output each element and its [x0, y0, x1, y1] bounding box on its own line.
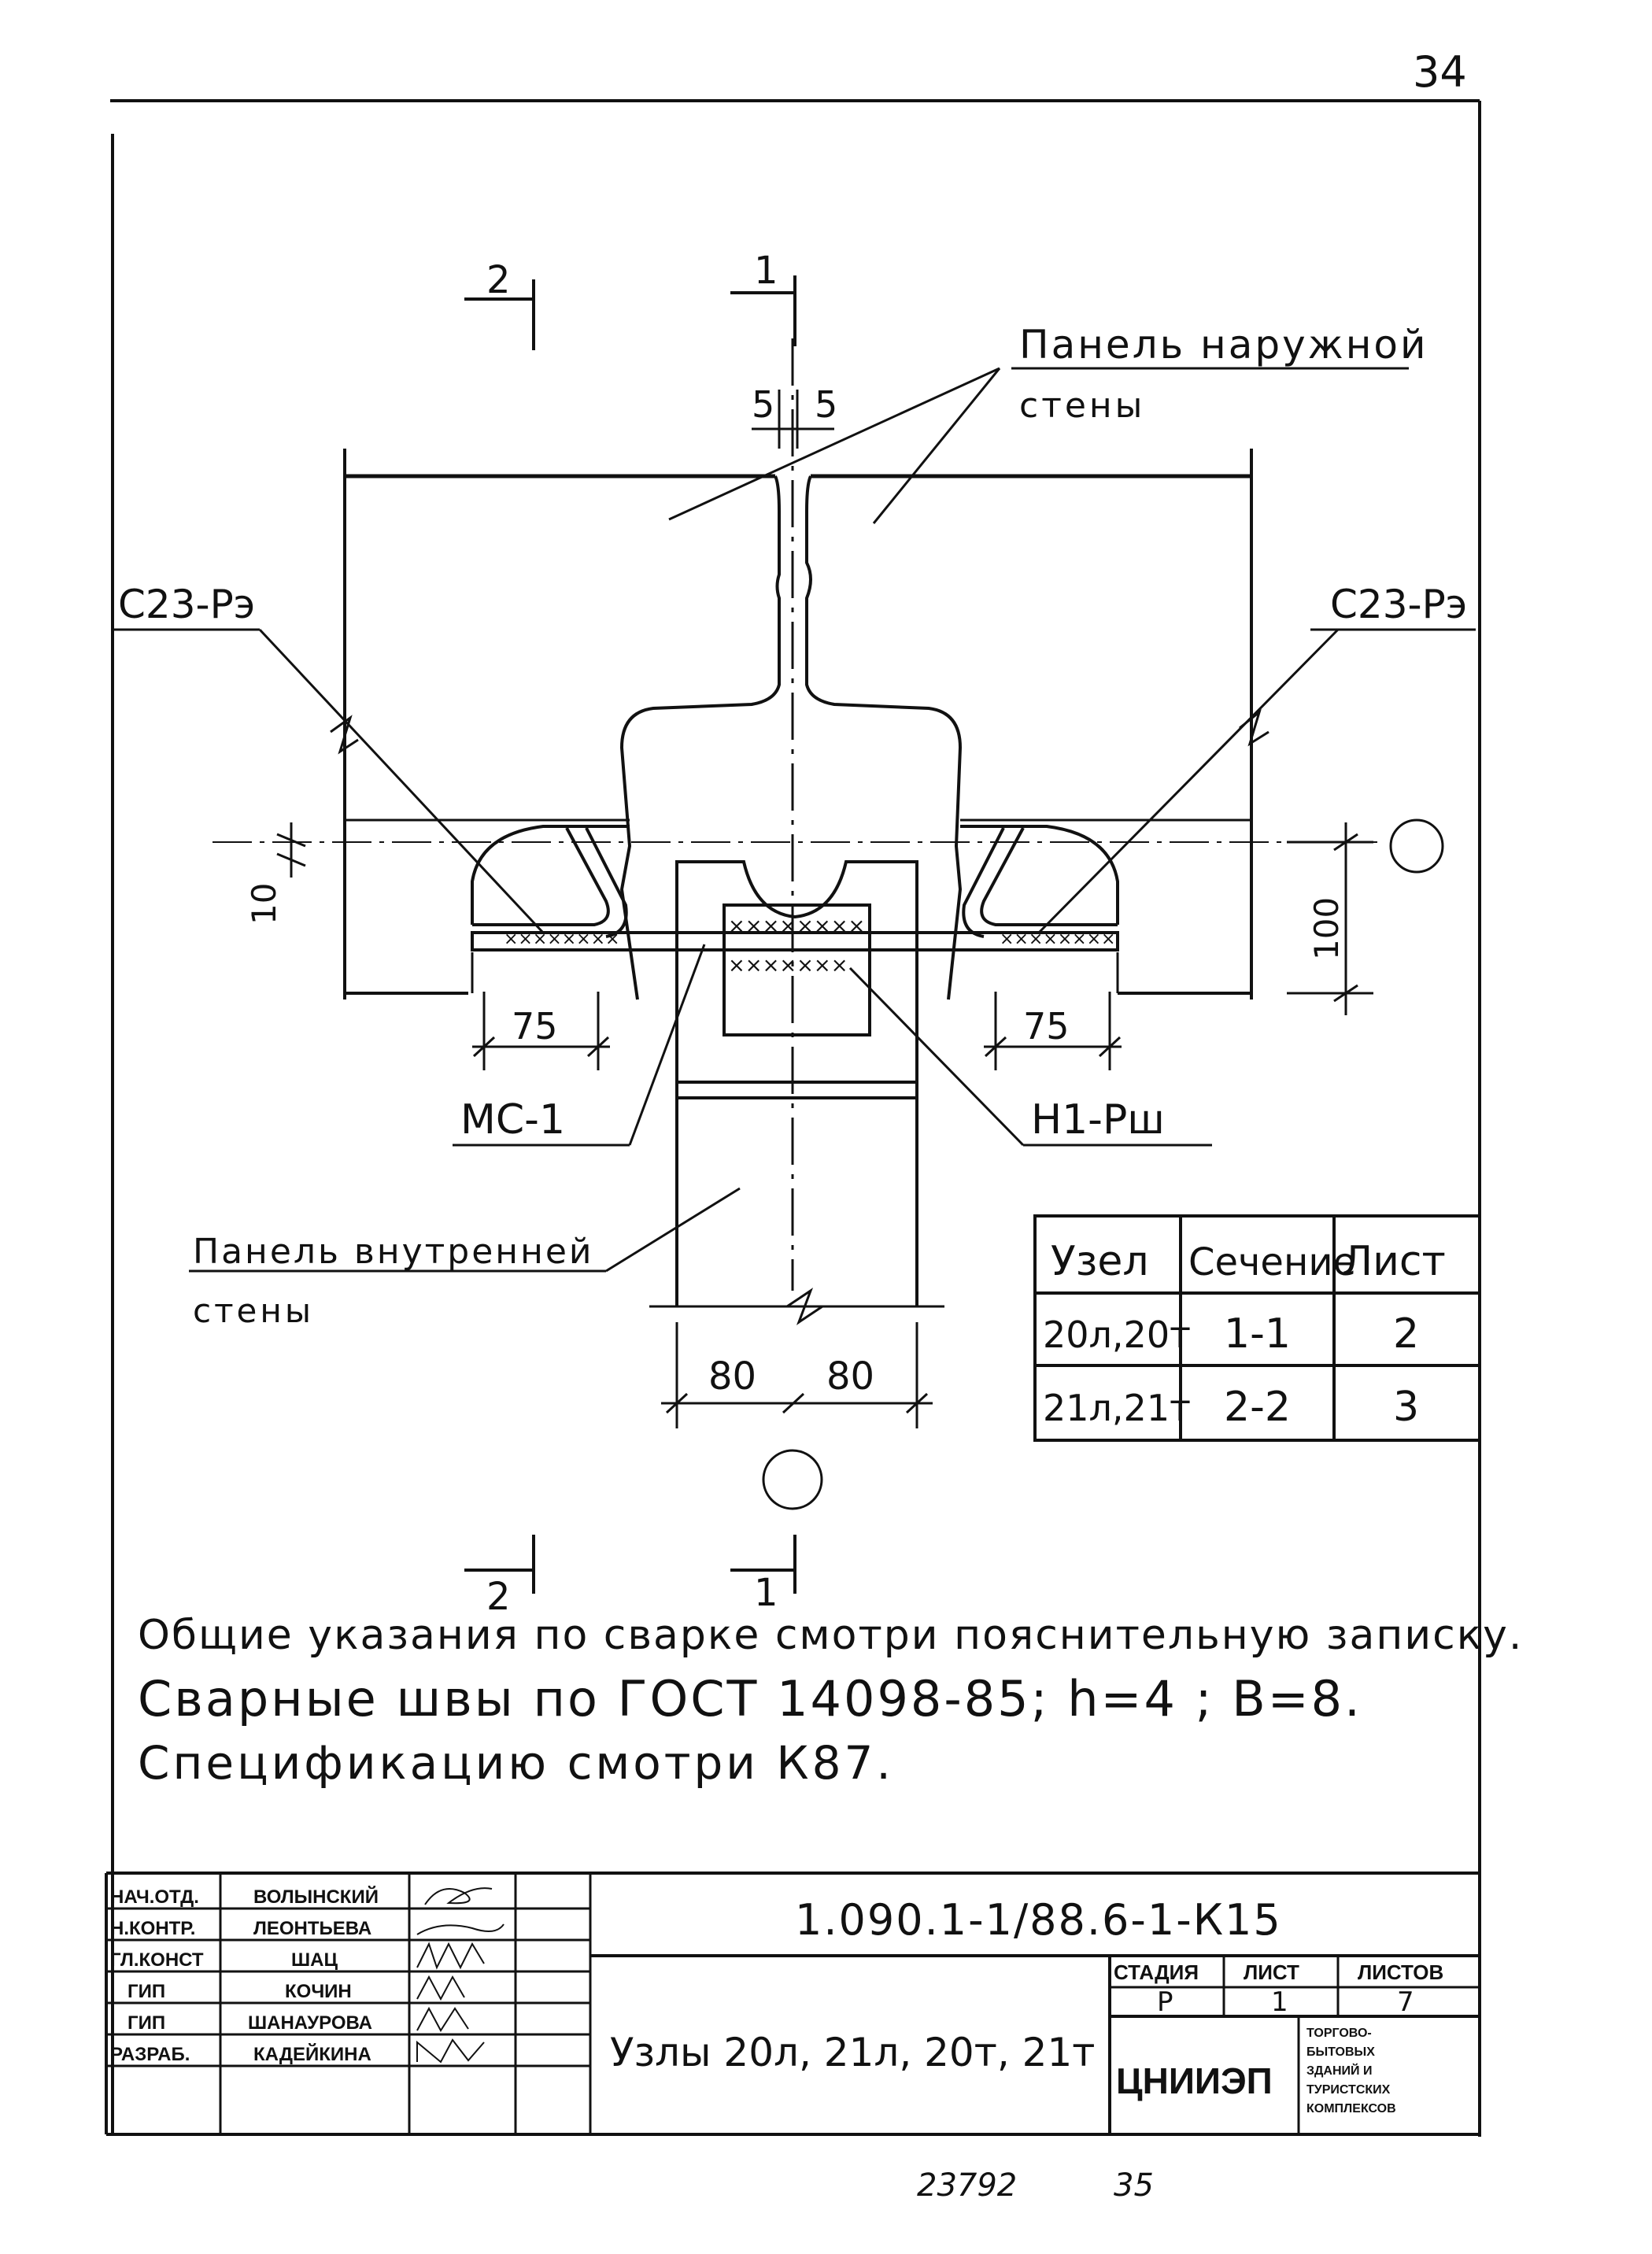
central-embed: ×××××××× ×××××××: [675, 860, 918, 1036]
left-weld-assembly: ××××××××: [471, 825, 1119, 993]
note-line-3: Спецификацию смотри К87.: [138, 1736, 894, 1790]
svg-text:Р: Р: [1157, 1986, 1173, 2018]
svg-text:1: 1: [754, 1571, 778, 1615]
svg-text:БЫТОВЫХ: БЫТОВЫХ: [1306, 2045, 1375, 2059]
svg-text:100: 100: [1307, 897, 1346, 960]
dim-80-80: 80 80: [661, 1322, 933, 1428]
weld-right-leader: [1037, 628, 1340, 934]
svg-text:ТОРГОВО-: ТОРГОВО-: [1306, 2027, 1372, 2040]
section-marker-bottom-right: 1: [730, 1535, 796, 1615]
table-cell: 21л,21т: [1043, 1387, 1191, 1429]
svg-text:ШАЦ: ШАЦ: [291, 1949, 338, 1971]
svg-text:××××××××: ××××××××: [1000, 929, 1115, 949]
svg-text:СТАДИЯ: СТАДИЯ: [1114, 1960, 1199, 1984]
gap-dim-right: 5: [815, 383, 837, 426]
outer-panel-leader-left: [668, 367, 1000, 521]
section-marker-top-right: 1: [730, 249, 796, 346]
svg-text:ГИП: ГИП: [128, 2012, 165, 2034]
footer-page: 35: [1114, 2167, 1154, 2204]
section-marker-bottom-left: 2: [464, 1535, 535, 1619]
table-header-sheet: Лист: [1342, 1238, 1446, 1285]
svg-text:КОЧИН: КОЧИН: [285, 1981, 352, 2002]
doc-code: 1.090.1-1/88.6-1-К15: [795, 1895, 1282, 1945]
svg-text:10: 10: [245, 883, 283, 925]
outer-wall-panels: [213, 449, 1377, 1000]
svg-text:ЛИСТ: ЛИСТ: [1244, 1960, 1299, 1984]
svg-text:75: 75: [512, 1005, 558, 1048]
axis-bubble-right: [1389, 818, 1444, 874]
svg-text:××××××××: ××××××××: [504, 929, 619, 949]
org-name: ЦНИИЭП: [1116, 2060, 1273, 2101]
svg-text:ВОЛЫНСКИЙ: ВОЛЫНСКИЙ: [253, 1886, 379, 1908]
svg-text:1: 1: [1271, 1986, 1288, 2018]
table-cell: 2-2: [1224, 1384, 1291, 1431]
dim-75-left: 75: [472, 992, 610, 1070]
table-cell: 20л,20т: [1043, 1314, 1191, 1356]
page-number: 34: [1413, 47, 1467, 97]
svg-text:РАЗРАБ.: РАЗРАБ.: [110, 2044, 190, 2065]
svg-text:××××××××: ××××××××: [728, 915, 865, 938]
section-marker-top-left: 2: [464, 258, 535, 350]
svg-text:80: 80: [708, 1354, 756, 1399]
svg-text:КАДЕЙКИНА: КАДЕЙКИНА: [253, 2043, 371, 2065]
table-header-node: Узел: [1051, 1238, 1149, 1285]
svg-text:Н.КОНТР.: Н.КОНТР.: [110, 1918, 195, 1939]
svg-text:75: 75: [1023, 1005, 1070, 1048]
table-cell: 3: [1393, 1384, 1419, 1431]
inventory-number: 23792: [917, 2167, 1017, 2204]
inner-wall-panel: [649, 993, 944, 1325]
svg-text:КОМПЛЕКСОВ: КОМПЛЕКСОВ: [1306, 2102, 1396, 2115]
svg-text:ЛЕОНТЬЕВА: ЛЕОНТЬЕВА: [253, 1918, 371, 1939]
dim-10: 10: [245, 822, 306, 925]
table-header-section: Сечение: [1188, 1240, 1356, 1284]
svg-text:2: 2: [486, 258, 511, 302]
svg-text:80: 80: [826, 1354, 874, 1399]
note-line-1: Общие указания по сварке смотри поясните…: [138, 1612, 1523, 1659]
weld-label-right: С23-Рэ: [1330, 582, 1467, 627]
svg-text:7: 7: [1397, 1986, 1414, 2018]
mc1-label: МС-1: [460, 1096, 565, 1144]
axis-bubble-bottom: [762, 1449, 823, 1510]
inner-panel-label-2: стены: [193, 1291, 314, 1330]
table-cell: 2: [1393, 1310, 1419, 1358]
h1-label: Н1-Рш: [1031, 1096, 1165, 1144]
svg-text:НАЧ.ОТД.: НАЧ.ОТД.: [110, 1886, 199, 1908]
weld-label-left: С23-Рэ: [118, 582, 255, 627]
svg-text:×××××××: ×××××××: [728, 954, 848, 977]
svg-text:ГИП: ГИП: [128, 1981, 165, 2002]
title-block: НАЧ.ОТД. ВОЛЫНСКИЙ Н.КОНТР. ЛЕОНТЬЕВА ГЛ…: [105, 1872, 1480, 2134]
svg-text:ШАНАУРОВА: ШАНАУРОВА: [248, 2012, 372, 2034]
svg-text:ЛИСТОВ: ЛИСТОВ: [1358, 1960, 1443, 1984]
outer-panel-leader-right: [872, 368, 1001, 524]
svg-text:ТУРИСТСКИХ: ТУРИСТСКИХ: [1306, 2083, 1391, 2097]
svg-text:2: 2: [486, 1575, 511, 1619]
node-table: Узел Сечение Лист 20л,20т 1-1 2 21л,21т …: [1033, 1214, 1481, 1442]
sheet-title: Узлы 20л, 21л, 20т, 21т: [610, 2030, 1095, 2075]
outer-panel-label-2: стены: [1019, 386, 1145, 426]
dim-100: 100: [1287, 822, 1373, 1015]
right-weld-assembly: ××××××××: [960, 825, 1119, 993]
svg-text:1: 1: [754, 249, 778, 293]
svg-text:ЗДАНИЙ И: ЗДАНИЙ И: [1306, 2063, 1372, 2078]
dim-75-right: 75: [984, 992, 1122, 1070]
weld-left-leader: [258, 628, 545, 934]
inner-panel-label-1: Панель внутренней: [193, 1232, 594, 1272]
svg-text:ГЛ.КОНСТ: ГЛ.КОНСТ: [110, 1949, 204, 1971]
table-cell: 1-1: [1224, 1310, 1291, 1358]
outer-panel-label-1: Панель наружной: [1019, 322, 1428, 368]
gap-dim-left: 5: [752, 383, 774, 426]
note-line-2: Сварные швы по ГОСТ 14098-85; h=4 ; B=8.: [138, 1670, 1362, 1727]
